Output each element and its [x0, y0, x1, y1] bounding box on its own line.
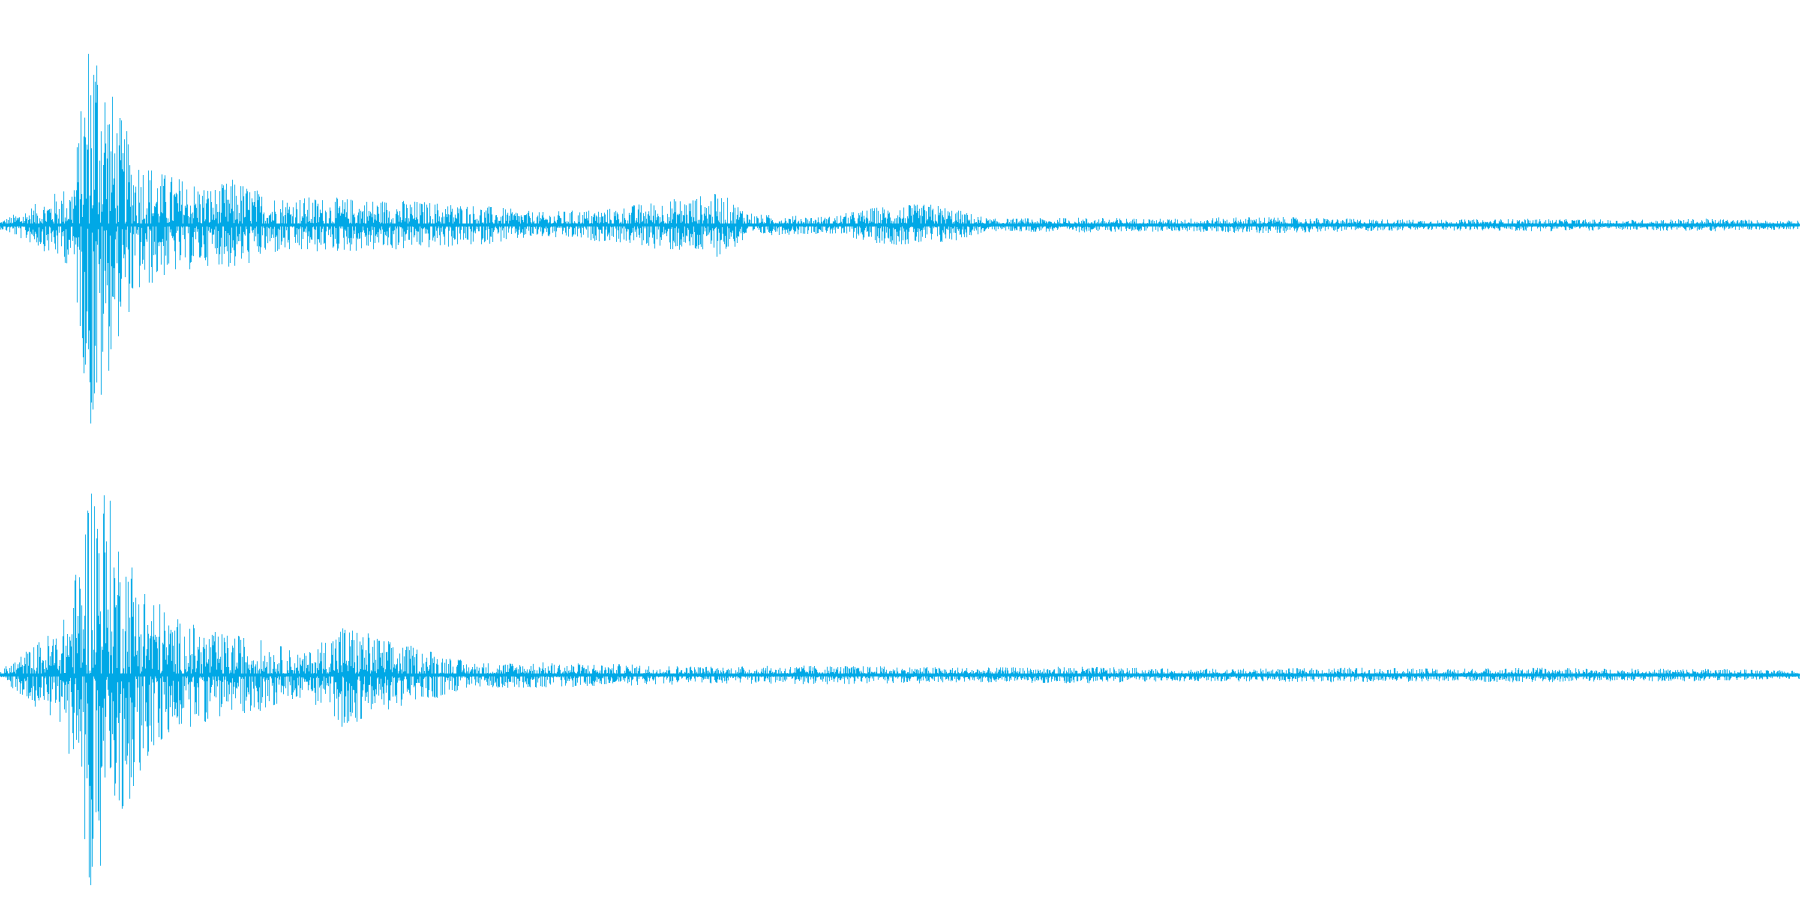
waveform-samples [0, 493, 1800, 886]
waveform-samples [0, 53, 1800, 424]
waveform-channel-2 [0, 493, 1800, 886]
waveform-channel-1 [0, 53, 1800, 424]
